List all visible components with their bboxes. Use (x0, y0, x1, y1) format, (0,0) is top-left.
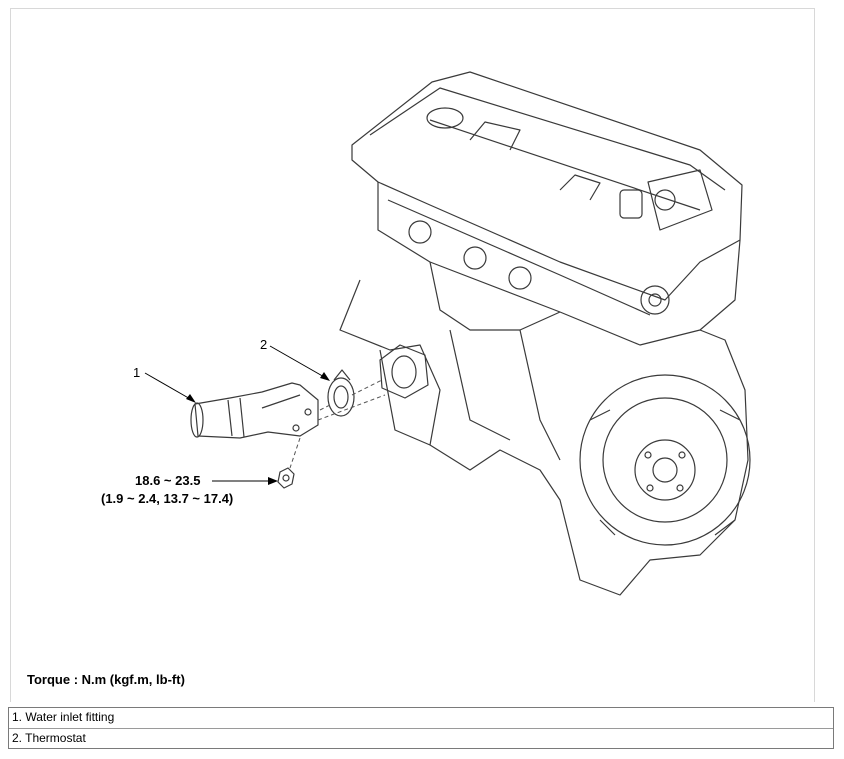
nut (277, 467, 295, 489)
leader-line-2 (269, 345, 327, 379)
flywheel (579, 374, 751, 546)
callout-part-2: 2 (260, 337, 268, 352)
thermostat (327, 377, 355, 417)
figure-frame (10, 8, 815, 702)
torque-value: 18.6 ~ 23.5 (135, 473, 201, 488)
leader-line-1 (144, 372, 193, 401)
engine-block (339, 279, 749, 596)
head-cover (351, 71, 743, 301)
torque-note: Torque : N.m (kgf.m, lb-ft) (27, 672, 185, 687)
legend-item: 2. Thermostat (9, 728, 833, 748)
torque-value-alt: (1.9 ~ 2.4, 13.7 ~ 17.4) (101, 491, 234, 506)
engine-diagram (144, 71, 751, 596)
legend-table: 1. Water inlet fitting 2. Thermostat (8, 707, 834, 749)
legend-item: 1. Water inlet fitting (12, 710, 115, 724)
callout-part-1: 1 (133, 365, 141, 380)
cylinder-head (377, 182, 741, 346)
water-inlet-fitting (194, 382, 319, 439)
thermostat-housing (379, 344, 429, 399)
